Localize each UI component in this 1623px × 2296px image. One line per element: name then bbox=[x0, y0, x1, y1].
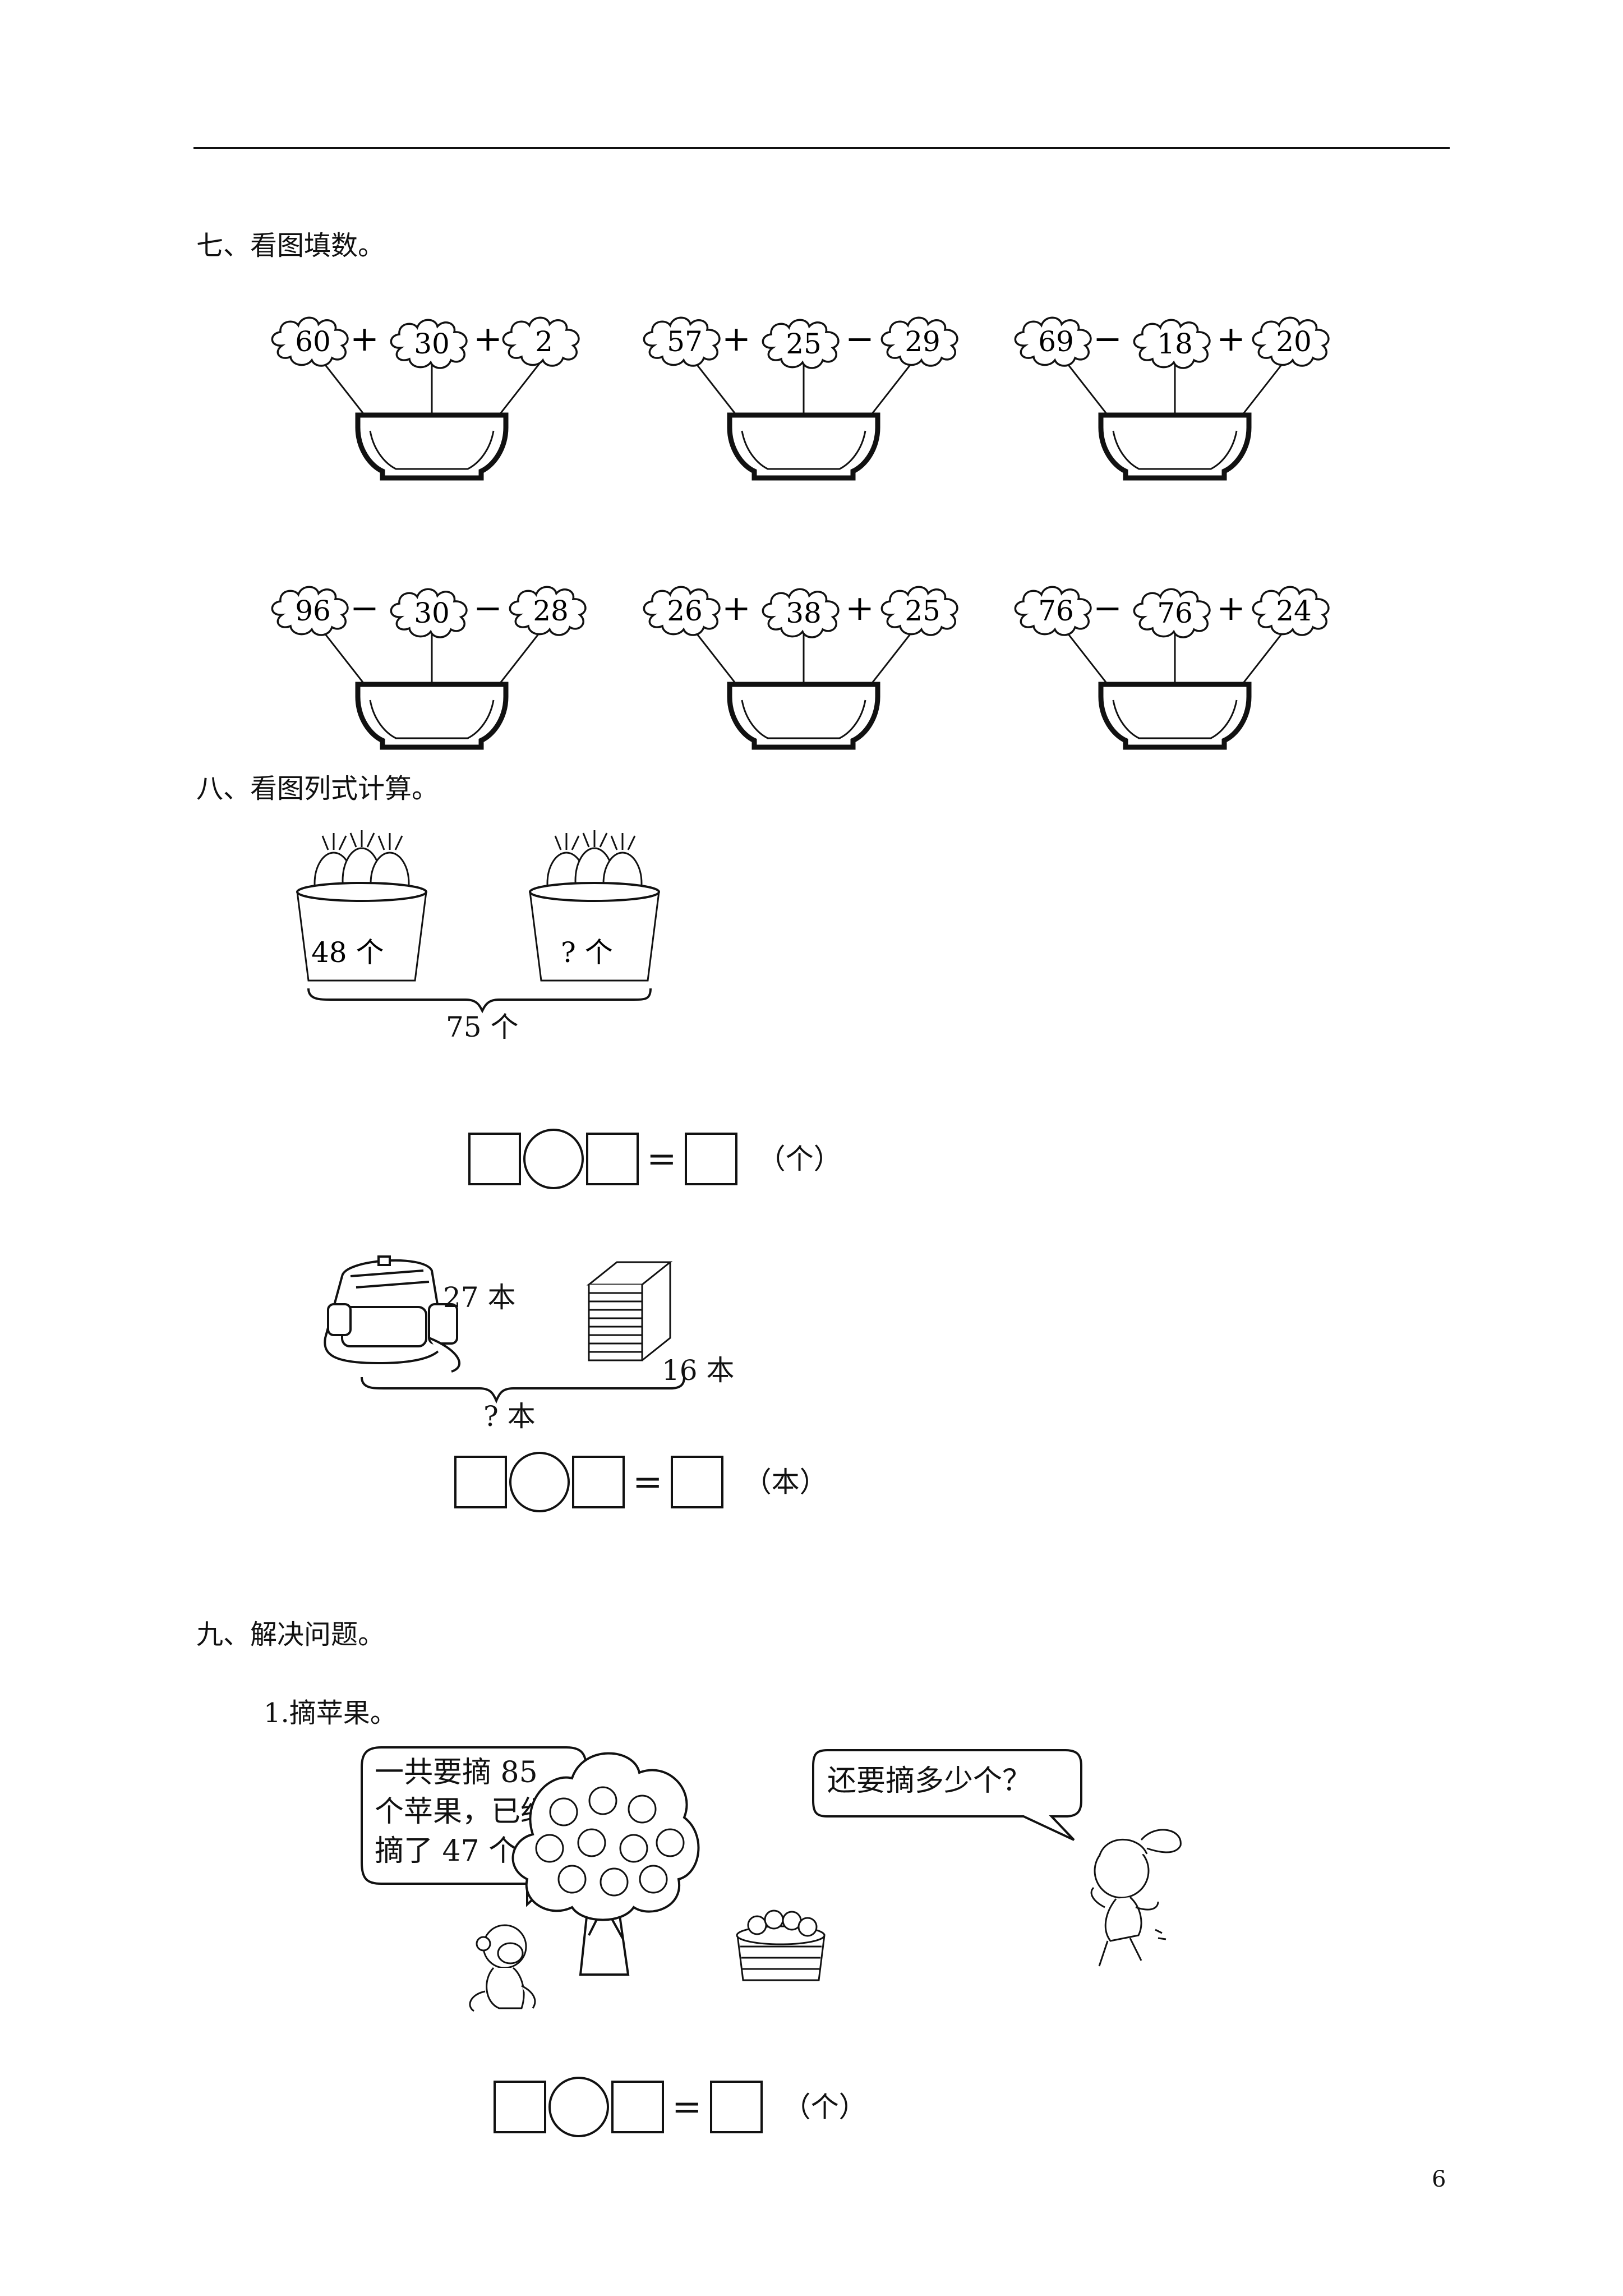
equals-sign-3: = bbox=[672, 2086, 702, 2128]
bowl-1-op2: + bbox=[473, 318, 502, 359]
result-box-2[interactable] bbox=[670, 1456, 723, 1508]
bowl-3-op2: + bbox=[1216, 318, 1246, 359]
radish-baskets-illustration: 48 个 ? 个 bbox=[296, 830, 660, 1014]
section-seven-title: 七、看图填数。 bbox=[196, 230, 385, 261]
bowl-group-5: 26 + 38 + 25 bbox=[643, 586, 958, 747]
bowl-4-a: 96 bbox=[295, 595, 331, 627]
bowl-3-op1: − bbox=[1093, 318, 1122, 359]
total-label-radish: 75 个 bbox=[446, 1011, 519, 1043]
result-box-3[interactable] bbox=[709, 2081, 763, 2133]
result-box-1[interactable] bbox=[684, 1133, 737, 1185]
bubble-left-line-1: 一共要摘 85 bbox=[375, 1756, 538, 1789]
bowl-3-c: 20 bbox=[1276, 325, 1312, 358]
answer-box-1a[interactable] bbox=[468, 1133, 521, 1185]
left-basket-label: 48 个 bbox=[311, 936, 384, 969]
bowl-3-b: 18 bbox=[1157, 328, 1193, 360]
bowl-diagrams: 60 + 30 + 2 57 + 25 − 29 69 − 18 + 20 96… bbox=[271, 316, 1330, 785]
bowl-1-b: 30 bbox=[414, 328, 450, 360]
equation-row-2: = （本） bbox=[454, 1452, 828, 1512]
unit-label-1: （个） bbox=[757, 1143, 842, 1175]
right-basket-label: ? 个 bbox=[561, 936, 613, 969]
subproblem-1-title: 1.摘苹果。 bbox=[264, 1697, 397, 1729]
page-number: 6 bbox=[1432, 2166, 1446, 2192]
bowl-2-b: 25 bbox=[786, 328, 822, 360]
bowl-3-a: 69 bbox=[1038, 325, 1074, 358]
bowl-6-op1: − bbox=[1093, 587, 1122, 628]
operator-circle-2[interactable] bbox=[509, 1452, 570, 1512]
operator-circle-1[interactable] bbox=[523, 1129, 584, 1189]
header-rule bbox=[193, 147, 1450, 149]
bowl-6-op2: + bbox=[1216, 587, 1246, 628]
unit-label-2: （本） bbox=[743, 1466, 828, 1498]
equals-sign-1: = bbox=[647, 1138, 677, 1180]
books-label: 16 本 bbox=[662, 1354, 735, 1387]
bowl-group-1: 60 + 30 + 2 bbox=[271, 316, 580, 478]
unit-label-3: （个） bbox=[782, 2091, 867, 2123]
backpack-books-illustration bbox=[324, 1255, 685, 1404]
answer-box-2b[interactable] bbox=[572, 1456, 625, 1508]
bowl-1-a: 60 bbox=[295, 325, 331, 358]
bowl-group-2: 57 + 25 − 29 bbox=[643, 316, 958, 478]
answer-box-3b[interactable] bbox=[611, 2081, 664, 2133]
equation-row-3: = （个） bbox=[494, 2077, 867, 2137]
bowl-group-6: 76 − 76 + 24 bbox=[1014, 586, 1330, 747]
bowl-group-3: 69 − 18 + 20 bbox=[1014, 316, 1330, 478]
bowl-2-a: 57 bbox=[667, 325, 703, 358]
bowl-group-4: 96 − 30 − 28 bbox=[271, 586, 587, 747]
bowl-5-op2: + bbox=[845, 587, 874, 628]
speech-bubble-right: 还要摘多少个？ bbox=[827, 1764, 1032, 1798]
girl-icon bbox=[1090, 1829, 1182, 1967]
bowl-4-b: 30 bbox=[414, 597, 450, 629]
monkey-icon bbox=[469, 1924, 536, 2012]
bowl-5-op1: + bbox=[722, 587, 751, 628]
bowl-2-c: 29 bbox=[905, 325, 940, 358]
bowl-5-c: 25 bbox=[905, 595, 940, 627]
apple-basket-icon bbox=[736, 1910, 826, 1981]
bowl-4-op2: − bbox=[473, 587, 502, 628]
equals-sign-2: = bbox=[633, 1461, 663, 1503]
bag-label: 27 本 bbox=[443, 1281, 516, 1314]
bowl-5-a: 26 bbox=[667, 595, 703, 627]
speech-bubble-right-shape bbox=[812, 1749, 1082, 1841]
bowl-4-c: 28 bbox=[533, 595, 569, 627]
answer-box-1b[interactable] bbox=[586, 1133, 639, 1185]
bowl-6-c: 24 bbox=[1276, 595, 1312, 627]
apple-tree-icon bbox=[511, 1752, 700, 1976]
bowl-4-op1: − bbox=[350, 587, 379, 628]
bowl-5-b: 38 bbox=[786, 597, 822, 629]
answer-box-3a[interactable] bbox=[494, 2081, 546, 2133]
total-label-books: ? 本 bbox=[483, 1400, 536, 1433]
bowl-1-c: 2 bbox=[535, 325, 553, 358]
operator-circle-3[interactable] bbox=[548, 2077, 609, 2137]
answer-box-2a[interactable] bbox=[454, 1456, 507, 1508]
bowl-6-a: 76 bbox=[1038, 595, 1074, 627]
section-nine-title: 九、解决问题。 bbox=[196, 1619, 385, 1650]
bowl-1-op1: + bbox=[350, 318, 379, 359]
bowl-2-op2: − bbox=[845, 318, 874, 359]
apple-picking-illustration bbox=[469, 1752, 1182, 2012]
equation-row-1: = （个） bbox=[468, 1129, 842, 1189]
bubble-left-line-2: 个苹果，已经 bbox=[375, 1795, 550, 1829]
section-eight-title: 八、看图列式计算。 bbox=[196, 773, 439, 804]
bowl-2-op1: + bbox=[722, 318, 751, 359]
bowl-6-b: 76 bbox=[1157, 597, 1193, 629]
